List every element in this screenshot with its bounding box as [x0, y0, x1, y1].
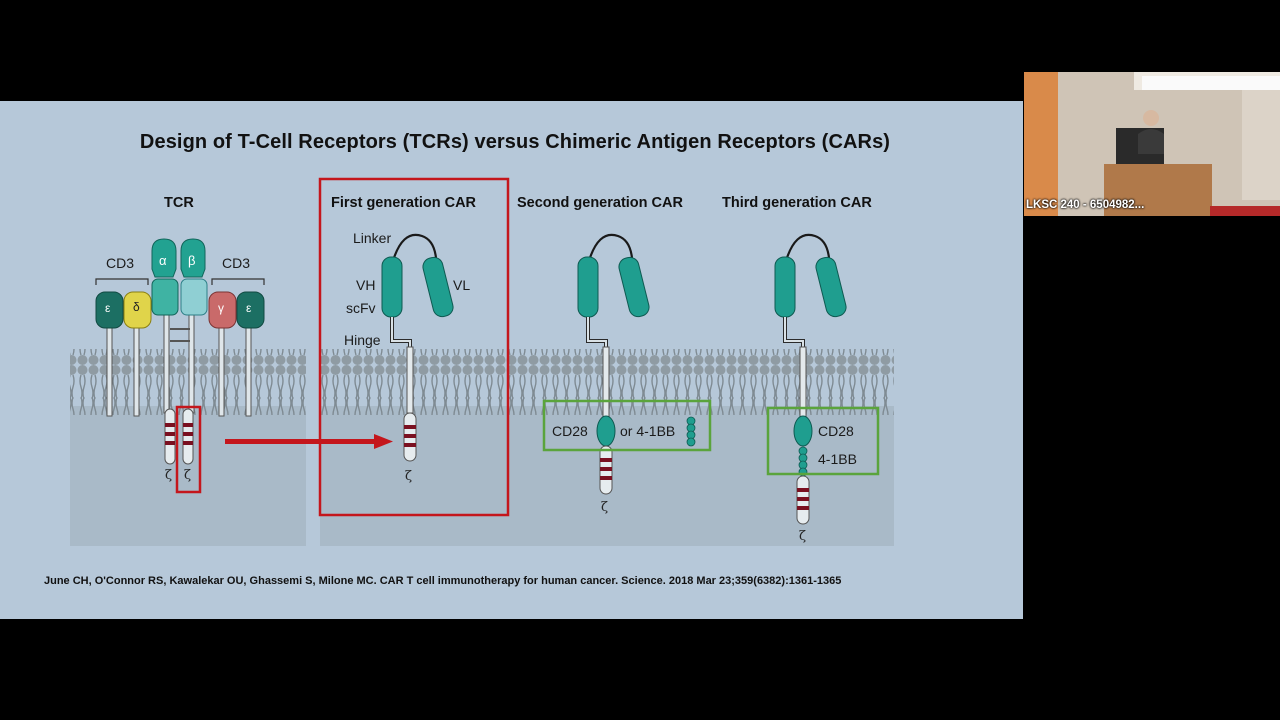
vh-domain: [577, 256, 599, 318]
cd3-right-label: CD3: [222, 255, 251, 271]
zeta-highlight-box: [175, 405, 202, 494]
cd3-left-label: CD3: [106, 255, 135, 271]
speaker-video-frame: [1024, 72, 1280, 216]
third-gen-zeta-label: ζ: [799, 529, 807, 544]
tcr-column-heading: TCR: [164, 195, 194, 211]
second-gen-41bb-domain: [686, 416, 696, 447]
itam-stripe: [404, 425, 416, 429]
third-generation-car-heading: Third generation CAR: [722, 195, 872, 211]
cd28-domain: [793, 415, 813, 447]
itam-stripe: [600, 467, 612, 471]
transmembrane-stalk: [799, 346, 807, 418]
transmembrane-stalk: [602, 346, 610, 418]
hinge: [390, 317, 412, 349]
first-gen-zeta-label: ζ: [405, 469, 413, 484]
hinge-core: [391, 317, 411, 349]
receptor-diagram: [70, 177, 894, 546]
vh-label: VH: [356, 277, 376, 293]
itam-stripe: [600, 458, 612, 462]
vl-domain: [618, 256, 650, 318]
zeta-label-2: ζ: [184, 468, 192, 483]
itam-stripe: [797, 497, 809, 501]
delta-stalk: [133, 325, 140, 417]
vh-domain: [381, 256, 403, 318]
itam-stripe: [404, 443, 416, 447]
second-gen-or-41bb-label: or 4-1BB: [620, 423, 676, 439]
hinge: [783, 317, 805, 349]
epsilon-right-label: ε: [246, 301, 252, 315]
zeta-label-1: ζ: [165, 468, 173, 483]
epsilon-left-label: ε: [105, 301, 111, 315]
zeta-chain-2: [182, 408, 194, 465]
speaker-video-tile[interactable]: LKSC 240 - 6504982...: [1024, 72, 1280, 216]
tcr-complex: [95, 238, 265, 494]
second-gen-zeta-label: ζ: [601, 500, 609, 515]
itam-stripe: [797, 506, 809, 510]
first-generation-car-heading: First generation CAR: [331, 195, 477, 211]
hinge-core: [784, 317, 804, 349]
cd3-delta-domain: [123, 291, 152, 329]
vl-domain: [422, 256, 454, 318]
tcr-alpha-constant-domain: [151, 278, 179, 316]
delta-label: δ: [133, 300, 140, 314]
epsilon-right-stalk: [245, 325, 252, 417]
second-gen-costim-box: [542, 399, 712, 452]
cd3-epsilon-left-domain: [95, 291, 124, 329]
video-participant-caption: LKSC 240 - 6504982...: [1026, 199, 1145, 211]
tcr-beta-variable-domain: [180, 238, 206, 278]
presentation-slide: Design of T-Cell Receptors (TCRs) versus…: [0, 101, 1023, 619]
cd3-epsilon-right-domain: [236, 291, 265, 329]
third-gen-cd28-label: CD28: [818, 423, 854, 439]
linker: [390, 233, 438, 265]
tcr-membrane: [70, 349, 306, 415]
linker: [783, 233, 831, 265]
zeta-chain-1: [164, 408, 176, 465]
itam-stripe: [404, 434, 416, 438]
vl-label: VL: [453, 277, 471, 293]
first-generation-highlight-box: [318, 177, 510, 517]
beta-label: β: [188, 253, 196, 268]
transmembrane-stalk: [406, 346, 414, 414]
third-gen-costim-box: [766, 406, 880, 476]
tcr-beta-constant-domain: [180, 278, 208, 316]
epsilon-left-stalk: [106, 325, 113, 417]
vl-domain: [815, 256, 847, 318]
tcr-alpha-variable-domain: [151, 238, 177, 278]
itam-stripe: [797, 488, 809, 492]
cd3-gamma-domain: [208, 291, 237, 329]
linker-label: Linker: [353, 230, 392, 246]
third-gen-41bb-label: 4-1BB: [818, 451, 857, 467]
itam-stripe: [600, 476, 612, 480]
third-generation-car: [774, 233, 847, 525]
first-generation-car: [381, 233, 454, 462]
scfv-label: scFv: [346, 300, 376, 316]
alpha-label: α: [159, 253, 167, 268]
second-generation-car: [577, 233, 650, 495]
transfer-arrow: [225, 434, 393, 449]
citation-text: June CH, O'Connor RS, Kawalekar OU, Ghas…: [44, 575, 842, 587]
second-gen-cd28-label: CD28: [552, 423, 588, 439]
linker: [586, 233, 634, 265]
hinge-core: [587, 317, 607, 349]
gamma-stalk: [218, 325, 225, 417]
hinge: [586, 317, 608, 349]
slide-title: Design of T-Cell Receptors (TCRs) versus…: [139, 131, 891, 153]
alpha-stalk: [163, 312, 170, 414]
vh-domain: [774, 256, 796, 318]
hinge-label: Hinge: [344, 332, 381, 348]
second-generation-car-heading: Second generation CAR: [517, 195, 683, 211]
gamma-label: γ: [218, 301, 224, 315]
cd28-domain: [596, 415, 616, 447]
